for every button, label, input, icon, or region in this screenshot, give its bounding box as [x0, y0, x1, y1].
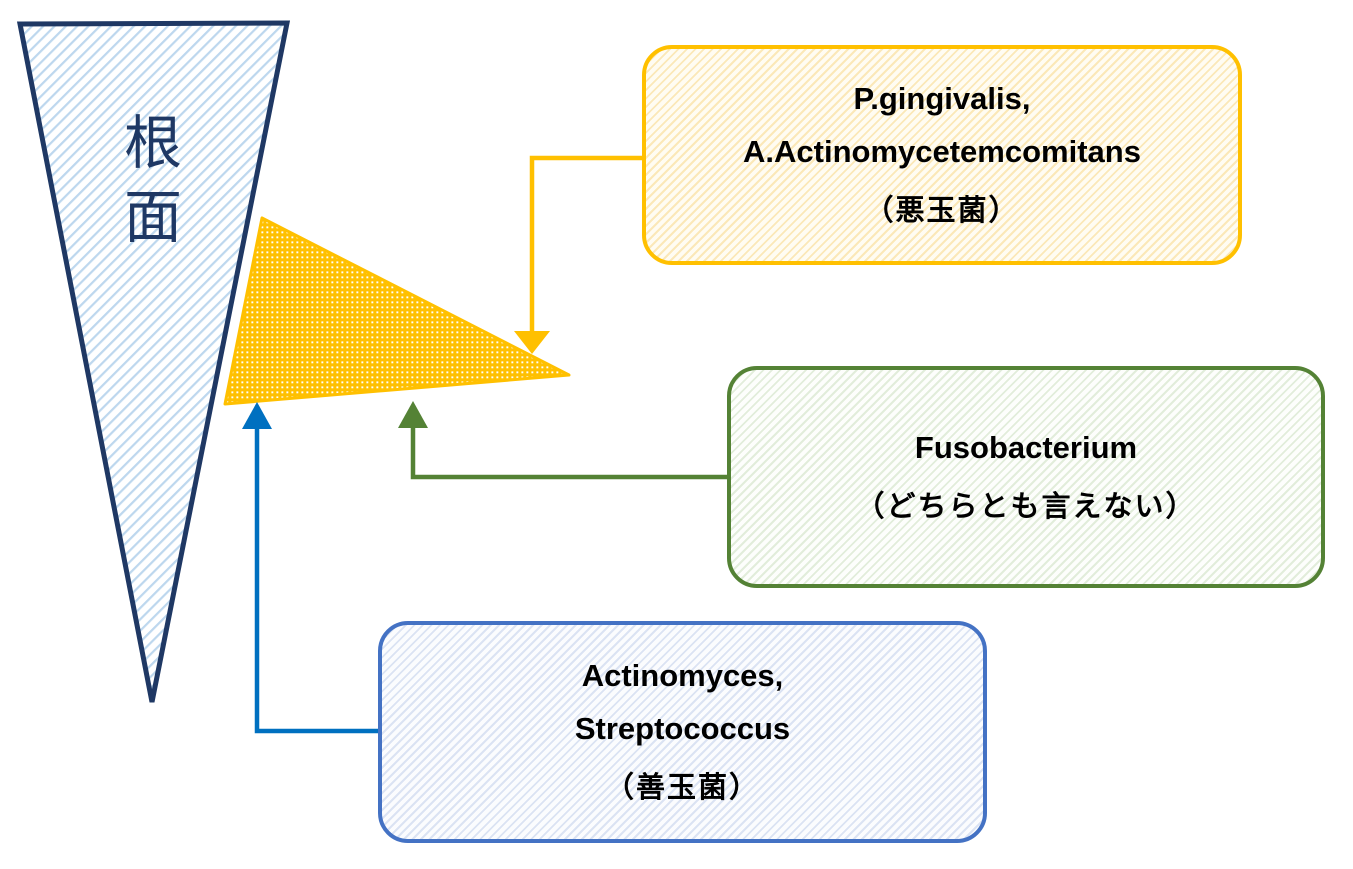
root-surface-triangle	[16, 20, 291, 703]
bad-bacteria-box: P.gingivalis, A.Actinomycetemcomitans （悪…	[642, 45, 1242, 265]
good-bacteria-box: Actinomyces, Streptococcus （善玉菌）	[378, 621, 987, 843]
neutral-bacteria-line1: Fusobacterium	[914, 429, 1138, 465]
neutral-bacteria-box: Fusobacterium （どちらとも言えない）	[727, 366, 1325, 588]
good-bacteria-line1: Actinomyces,	[581, 658, 784, 693]
good-bacteria-line2: Streptococcus	[574, 711, 791, 746]
neutral-bacteria-arrow	[398, 401, 727, 480]
root-surface-label: 根面	[115, 112, 180, 260]
plaque-wedge-triangle	[223, 216, 571, 406]
neutral-bacteria-line2: （どちらとも言えない）	[855, 490, 1197, 523]
good-bacteria-line3: （善玉菌）	[604, 772, 760, 804]
neutral-arrow-head-icon	[398, 401, 428, 428]
bad-bacteria-line1: P.gingivalis,	[853, 81, 1031, 116]
bad-arrow-line	[529, 155, 646, 333]
neutral-arrow-line	[410, 427, 727, 480]
bad-bacteria-line3: （悪玉菌）	[864, 195, 1020, 227]
good-arrow-head-icon	[242, 402, 272, 429]
bad-bacteria-arrow	[514, 155, 646, 354]
good-bacteria-arrow	[242, 402, 381, 734]
good-arrow-line	[254, 428, 381, 734]
bad-arrow-head-icon	[514, 331, 550, 354]
bad-bacteria-line2: A.Actinomycetemcomitans	[743, 134, 1141, 169]
